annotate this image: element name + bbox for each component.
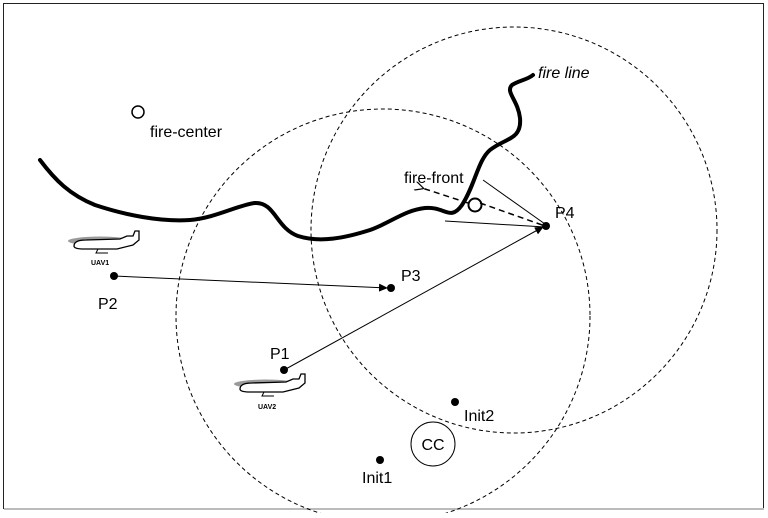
fire-center-label: fire-center [150,124,223,141]
coverage-circle-left [175,108,591,518]
point-p2-label: P2 [98,296,118,313]
uav2-label: UAV2 [258,404,276,411]
control-center-label: CC [421,437,444,454]
point-p1-label: P1 [270,346,290,363]
fire-center-marker [131,105,145,119]
point-p4 [542,222,550,230]
diagram-frame [3,3,764,509]
uav2-aircraft-icon [234,373,306,397]
point-p3-label: P3 [401,268,421,285]
point-p4-label: P4 [555,205,575,222]
fire-front-marker [467,197,483,213]
fire-front-label: fire-front [404,170,464,187]
tangent-line-lower [444,220,546,228]
trajectory-p1-p4 [283,226,544,371]
coverage-circle-right [310,26,718,434]
point-init1-label: Init1 [362,470,392,487]
point-p1 [280,366,288,374]
point-init1 [376,456,384,464]
tangent-line-upper [482,179,546,225]
point-p2 [110,272,118,280]
dashed-link-p4 [479,202,546,227]
point-p3 [387,284,395,292]
point-init2 [451,398,459,406]
uav1-label: UAV1 [91,260,109,267]
control-center-marker [410,421,456,467]
fire-line-label: fire line [538,65,590,82]
point-init2-label: Init2 [464,408,494,425]
fire-line-curve [38,73,535,242]
uav1-aircraft-icon [68,230,140,254]
trajectory-p2-p3 [113,275,388,292]
fire-front-direction-arrow [422,188,469,204]
